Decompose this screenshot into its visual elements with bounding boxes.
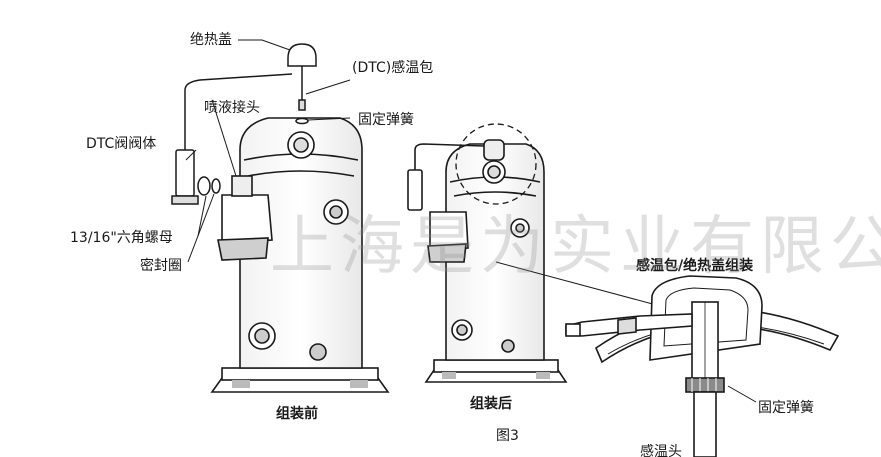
insulation-cap-exploded	[287, 43, 317, 125]
detail-leader	[495, 261, 661, 307]
label-after-assembly: 组装后	[470, 395, 512, 412]
compressor-before	[210, 117, 390, 393]
label-before-assembly: 组装前	[276, 405, 318, 422]
label-bulb-bottom: 感温头	[640, 443, 682, 457]
detail-callout-circle	[455, 123, 537, 205]
label-bulb-cap-assembly: 感温包/绝热盖组装	[636, 257, 754, 274]
label-insulation-cap: 绝热盖	[190, 32, 232, 48]
spring-leader	[727, 385, 757, 403]
label-seal-ring: 密封圈	[140, 257, 182, 274]
compressor-after	[407, 139, 568, 383]
figure-caption: 图3	[496, 428, 519, 444]
label-retaining-spring-top: 固定弹簧	[358, 112, 414, 128]
leader-lines-left	[185, 39, 351, 263]
label-dtc-valve-body: DTC阀阀体	[86, 136, 156, 152]
dtc-valve-exploded	[171, 73, 293, 205]
label-injection-fitting: 喷液接头	[204, 99, 260, 116]
label-retaining-spring-detail: 固定弹簧	[758, 400, 814, 416]
label-hex-nut: 13/16"六角螺母	[70, 230, 173, 246]
label-dtc-bulb: (DTC)感温包	[352, 59, 433, 76]
bulb-detail	[565, 275, 840, 457]
